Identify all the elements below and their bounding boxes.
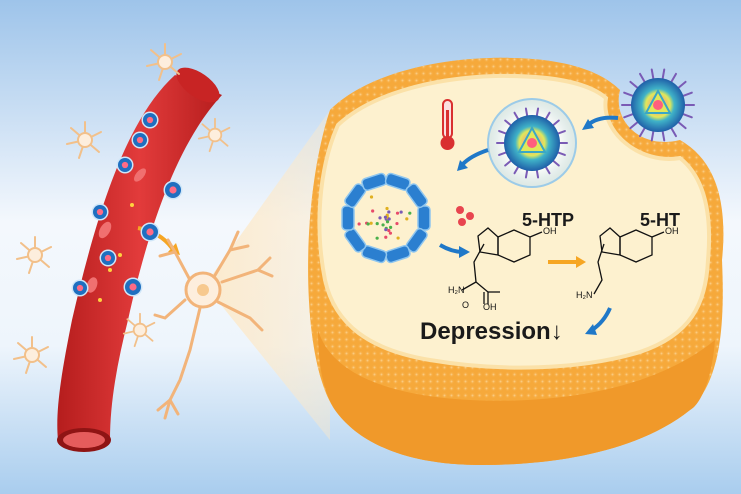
- internalized-nanoparticle: [488, 99, 576, 187]
- vessel-nanoparticle: [92, 204, 109, 221]
- free-nanoparticle: [164, 181, 183, 200]
- vessel-nanoparticle: [72, 280, 89, 297]
- chem-h2n-2: H₂N: [576, 290, 593, 300]
- chem-oh-2: OH: [665, 226, 679, 236]
- chem-oh-1: OH: [543, 226, 557, 236]
- vessel-nanoparticle: [117, 157, 134, 174]
- free-nanoparticle: [124, 278, 143, 297]
- chem-oh-acid: OH: [483, 302, 497, 312]
- chem-o-1: O: [462, 300, 469, 310]
- vessel-nanoparticle: [100, 250, 117, 267]
- free-nanoparticle: [141, 223, 160, 242]
- outcome-text: Depression: [420, 318, 551, 345]
- vessel-nanoparticle: [142, 112, 159, 129]
- decrease-arrow: ↓: [551, 318, 563, 345]
- thermometer-icon: [441, 100, 455, 150]
- vessel-nanoparticle: [132, 132, 149, 149]
- outcome-label: Depression↓: [420, 318, 563, 346]
- chem-h2n-1: H₂N: [448, 285, 465, 295]
